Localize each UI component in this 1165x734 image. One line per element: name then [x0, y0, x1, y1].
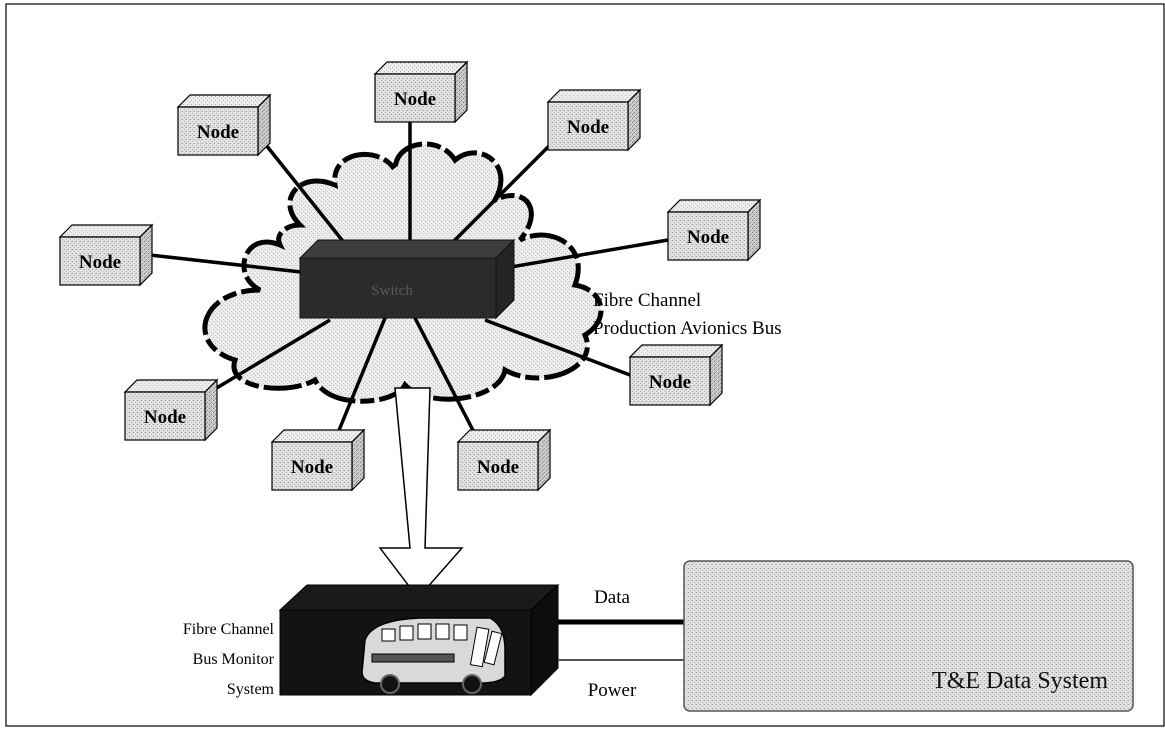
node-label: Node	[197, 122, 239, 143]
cloud-caption-line1: Fibre Channel	[593, 290, 701, 311]
node-label: Node	[291, 457, 333, 478]
node-box: Node	[178, 95, 270, 155]
node-box: Node	[125, 380, 217, 440]
data-link-label: Data	[594, 587, 630, 608]
bus-monitor-box	[280, 585, 558, 695]
node-box: Node	[272, 430, 364, 490]
switch-box: Switch	[300, 240, 514, 318]
node-label: Node	[687, 227, 729, 248]
monitor-caption-line3: System	[227, 681, 275, 698]
monitor-caption-line1: Fibre Channel	[183, 621, 275, 638]
node-label: Node	[79, 252, 121, 273]
node-box: Node	[668, 200, 760, 260]
node-box: Node	[60, 225, 152, 285]
node-box: Node	[630, 345, 722, 405]
te-data-system-box: T&E Data System	[684, 561, 1133, 711]
node-box: Node	[548, 90, 640, 150]
power-link-label: Power	[588, 680, 637, 701]
node-label: Node	[567, 117, 609, 138]
node-box: Node	[375, 62, 467, 122]
te-data-system-label: T&E Data System	[932, 668, 1108, 694]
node-box: Node	[458, 430, 550, 490]
switch-label: Switch	[371, 283, 413, 299]
capture-arrow	[380, 388, 462, 598]
node-label: Node	[477, 457, 519, 478]
cloud-caption-line2: Production Avionics Bus	[593, 318, 782, 339]
node-label: Node	[649, 372, 691, 393]
node-label: Node	[394, 89, 436, 110]
monitor-caption-line2: Bus Monitor	[193, 651, 275, 668]
bus-icon	[362, 618, 505, 693]
node-label: Node	[144, 407, 186, 428]
